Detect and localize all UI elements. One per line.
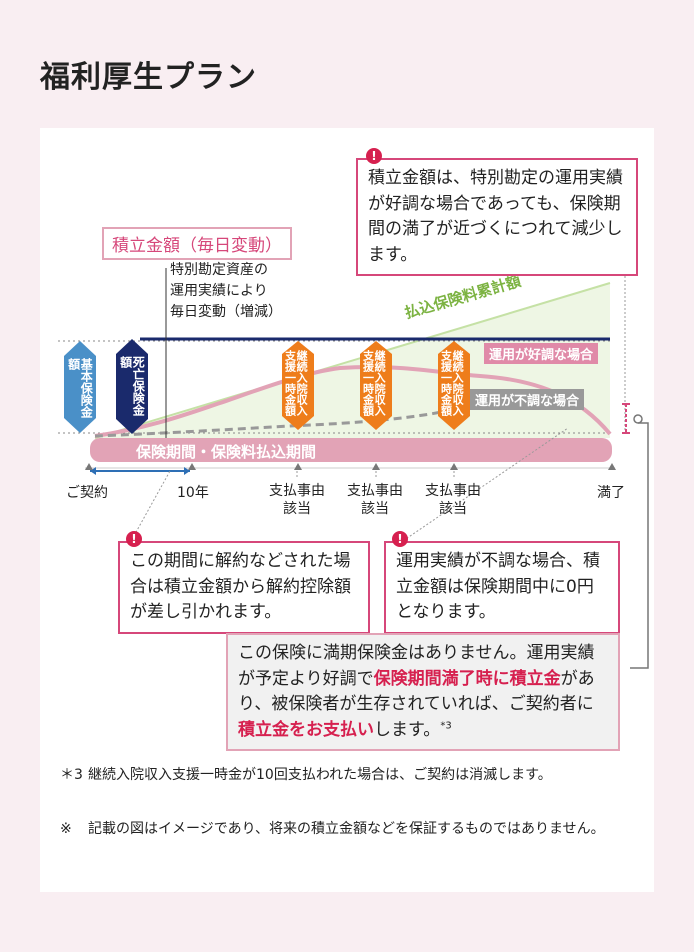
timeline-event-2: 支払事由該当 [347,483,403,518]
period-bar [90,438,612,462]
death-insurance-label: 死亡保険金額 [118,356,146,416]
poor-performance-tag: 運用が不調な場合 [470,389,585,410]
callout-maturity: この保険に満期保険金はありません。運用実績が予定より好調で保険期間満了時に積立金… [226,633,620,751]
lump-sum-label-2: 継続入院収入支援一時金額 [361,350,387,416]
warning-icon: ! [126,531,142,547]
lump-sum-label-3: 継続入院収入支援一時金額 [439,350,465,416]
accumulation-label: 積立金額（毎日変動） [102,227,292,260]
callout-top-right: 積立金額は、特別勘定の運用実績が好調な場合であっても、保険期間の満了が近づくにつ… [356,158,638,276]
timeline-end: 満了 [597,485,625,501]
callout-bottom-right: 運用実績が不調な場合、積立金額は保険期間中に0円となります。 [384,541,620,634]
lump-sum-label-1: 継続入院収入支援一時金額 [283,350,309,416]
good-performance-tag: 運用が好調な場合 [484,343,599,364]
timeline-event-1: 支払事由該当 [269,483,325,518]
timeline-year10: 10年 [177,485,209,501]
basic-insurance-label: 基本保険金額 [66,358,94,418]
page-title: 福利厚生プラン [40,60,257,95]
footnote-2: ※記載の図はイメージであり、将来の積立金額などを保証するものではありません。 [60,821,605,837]
timeline-event-3: 支払事由該当 [425,483,481,518]
warning-icon: ! [392,531,408,547]
premium-cumulative-line [94,282,611,439]
period-bar-label: 保険期間・保険料払込期間 [136,443,317,461]
warning-icon: ! [366,148,382,164]
callout-bottom-left: この期間に解約などされた場合は積立金額から解約控除額が差し引かれます。 [118,541,370,634]
special-account-note: 特別勘定資産の 運用実績により 毎日変動（増減） [170,262,282,320]
plan-diagram-card: 積立金額（毎日変動） 特別勘定資産の 運用実績により 毎日変動（増減） 払込保険… [40,128,654,892]
timeline-start: ご契約 [66,485,108,501]
good-performance-curve [94,364,612,438]
